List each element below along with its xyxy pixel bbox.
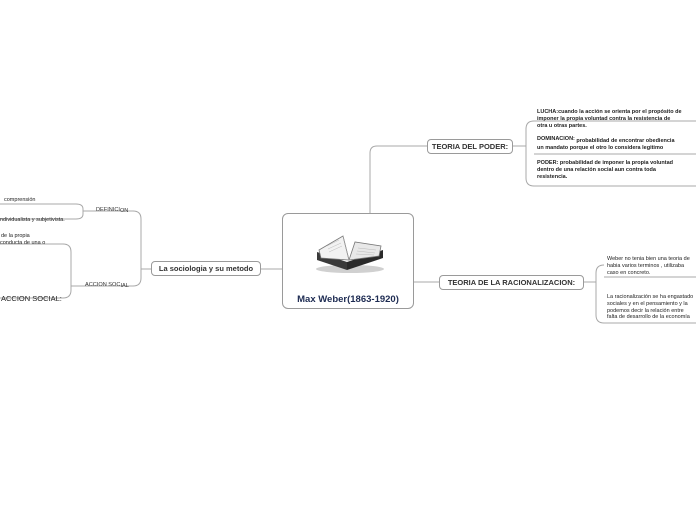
poder-node[interactable]: TEORIA DEL PODER: xyxy=(427,139,513,154)
racionalizacion-item1-line1: Weber no tenia bien una teoria de xyxy=(607,256,690,263)
accion-bracket xyxy=(63,244,71,298)
central-node[interactable]: Max Weber(1863-1920) xyxy=(282,213,414,309)
accion-underlines xyxy=(0,244,63,298)
poder-line2: dentro de una relación social aun contra… xyxy=(537,167,673,174)
sociologia-bracket xyxy=(133,211,141,286)
definicion-bracket xyxy=(76,204,83,219)
sociologia-branch-lines xyxy=(84,211,133,286)
racionalizacion-item2-line1: La racionalización se ha engastado xyxy=(607,294,693,301)
accion-social-label-a: ACCION SOC xyxy=(85,282,120,288)
poder-line3: resistencia. xyxy=(537,174,673,181)
accion-item1-line2: conducta de una o xyxy=(0,240,45,247)
racionalizacion-node[interactable]: TEORIA DE LA RACIONALIZACION: xyxy=(439,275,584,290)
racionalizacion-item1-line2: habia varios terminos , utilizaba xyxy=(607,263,690,270)
poder-item[interactable]: PODER: probabilidad de imponer la propia… xyxy=(537,160,673,180)
accion-item-1[interactable]: de la propia conducta de una o xyxy=(0,233,45,247)
accion-item-2[interactable]: ACCION SOCIAL: xyxy=(1,294,62,303)
racionalizacion-item2-line4: falta de desarrollo de la economía xyxy=(607,314,693,321)
lucha-line3: otra u otras partes. xyxy=(537,123,682,130)
definicion-label-a: DEFINICI xyxy=(96,207,120,213)
racionalizacion-item-2[interactable]: La racionalización se ha engastado socia… xyxy=(607,294,693,321)
lucha-item[interactable]: LUCHA:cuando la acción se orienta por el… xyxy=(537,109,682,129)
racionalizacion-item-1[interactable]: Weber no tenia bien una teoria de habia … xyxy=(607,256,690,276)
lucha-text: :cuando la acción se orienta por el prop… xyxy=(556,109,681,115)
connector-central-poder xyxy=(370,146,427,213)
definicion-item-1[interactable]: comprensión xyxy=(4,197,36,204)
definicion-label-b: ON xyxy=(120,208,128,214)
accion-social-label-b: IAL xyxy=(120,283,128,289)
sociologia-node[interactable]: La sociologia y su metodo xyxy=(151,261,261,276)
dominacion-term: DOMINACION: xyxy=(537,136,575,142)
poder-text: : probabilidad de imponer la propia volu… xyxy=(557,160,673,166)
accion-item1-line1: de la propia xyxy=(0,233,45,240)
poder-bracket xyxy=(526,121,534,186)
dominacion-item[interactable]: DOMINACION: probabilidad de encontrar ob… xyxy=(537,136,675,152)
dominacion-line2: un mandato porque el otro lo considera l… xyxy=(537,145,675,152)
racionalizacion-item2-line2: sociales y en el pensamiento y la xyxy=(607,301,693,308)
racionalizacion-item1-line3: caso en concreto. xyxy=(607,270,690,277)
poder-term: PODER xyxy=(537,160,557,166)
definicion-item-2[interactable]: ndividualista y subjetivista. xyxy=(0,217,65,224)
central-title: Max Weber(1863-1920) xyxy=(283,294,413,305)
lucha-term: LUCHA xyxy=(537,109,556,115)
dominacion-text: probabilidad de encontrar obediencia xyxy=(575,138,675,144)
racionalizacion-bracket xyxy=(596,265,604,323)
open-book-icon xyxy=(313,228,387,276)
definicion-node[interactable]: DEFINICION xyxy=(96,207,128,213)
lucha-line2: imponer la propia voluntad contra la res… xyxy=(537,116,682,123)
racionalizacion-item2-line3: podemos decir la relación entre xyxy=(607,308,693,315)
accion-social-node[interactable]: ACCION SOCIAL xyxy=(85,282,129,288)
